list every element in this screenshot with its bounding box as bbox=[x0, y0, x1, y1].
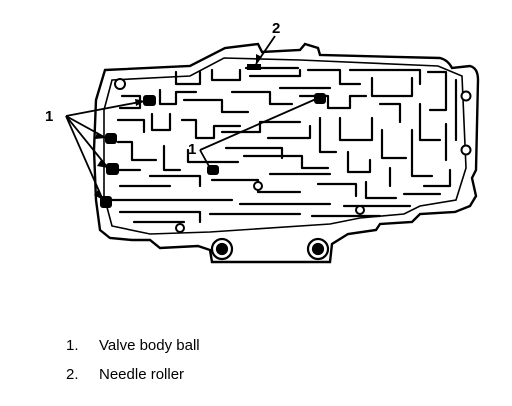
figure-legend: 1. Valve body ball 2. Needle roller bbox=[66, 338, 200, 396]
mounting-bosses bbox=[210, 237, 330, 261]
legend-label: Valve body ball bbox=[99, 337, 200, 354]
callout-1: 1 bbox=[45, 108, 53, 125]
needle-roller bbox=[247, 64, 261, 70]
legend-item: 1. Valve body ball bbox=[66, 338, 200, 353]
legend-number: 1. bbox=[66, 337, 79, 354]
legend-label: Needle roller bbox=[99, 366, 185, 383]
fluid-passages bbox=[110, 66, 458, 224]
valve-body-outline bbox=[92, 42, 480, 264]
check-ball bbox=[314, 93, 326, 104]
valve-body-inner-ledge bbox=[103, 57, 467, 235]
check-ball bbox=[105, 133, 117, 144]
legend-number: 2. bbox=[66, 366, 79, 383]
valve-body-illustration: 1 1 2 bbox=[45, 20, 480, 264]
check-ball bbox=[143, 95, 156, 106]
valve-body-balls bbox=[100, 93, 326, 208]
bolt-holes bbox=[114, 78, 472, 233]
legend-item: 2. Needle roller bbox=[66, 367, 200, 382]
check-ball bbox=[106, 163, 119, 175]
leader-arrowheads bbox=[94, 54, 262, 200]
callout-2: 2 bbox=[272, 20, 280, 37]
callout-1-secondary: 1 bbox=[188, 141, 196, 158]
